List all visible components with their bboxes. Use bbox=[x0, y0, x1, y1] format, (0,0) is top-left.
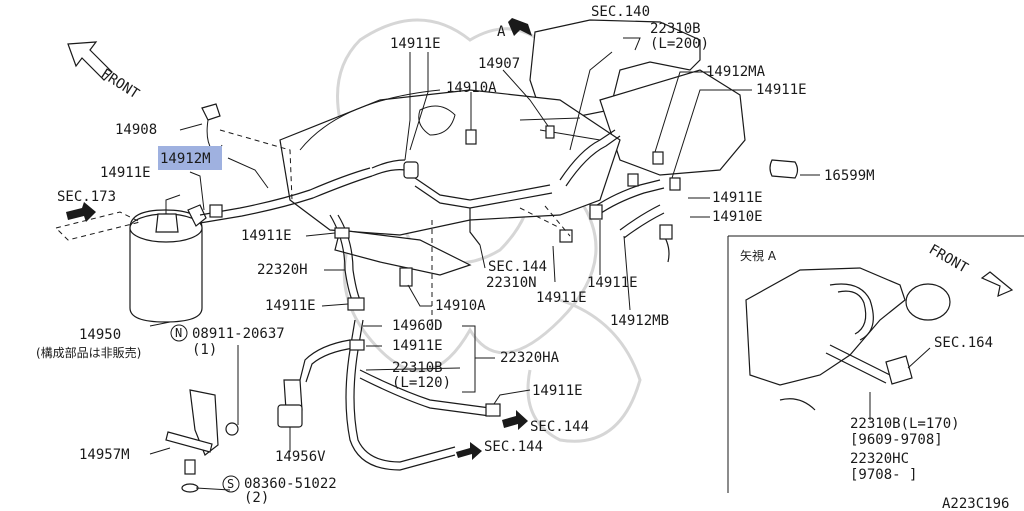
symbol-n: N bbox=[175, 326, 182, 340]
label-14912M: 14912M bbox=[160, 151, 211, 167]
front-label-inset: FRONT bbox=[926, 242, 971, 277]
label-22310N: 22310N bbox=[486, 275, 537, 291]
label-sec144-right: SEC.144 bbox=[530, 419, 589, 435]
label-14950: 14950 bbox=[79, 327, 121, 343]
label-14912MA: 14912MA bbox=[706, 64, 766, 80]
label-08911-20637-qty: (1) bbox=[192, 342, 217, 358]
label-inset-22320HC: 22320HC bbox=[850, 451, 909, 467]
highlight-14912M bbox=[158, 146, 222, 170]
label-14950-note: (構成部品は非販売) bbox=[36, 345, 141, 360]
label-sec144-mid: SEC.144 bbox=[488, 259, 547, 275]
label-inset-22310B-date: [9609-9708] bbox=[850, 432, 943, 448]
label-14957M: 14957M bbox=[79, 447, 130, 463]
label-08360-51022: 08360-51022 bbox=[244, 476, 337, 492]
part-labels: SEC.140 22310B (L=200) 14911E 14907 1491… bbox=[36, 4, 1009, 511]
label-14960D: 14960D bbox=[392, 318, 443, 334]
view-a-label: A bbox=[497, 24, 506, 40]
label-sec140: SEC.140 bbox=[591, 4, 650, 20]
label-diagram-code: A223C196 bbox=[942, 496, 1009, 511]
label-14908: 14908 bbox=[115, 122, 157, 138]
label-14910A-low: 14910A bbox=[435, 298, 486, 314]
label-22310B-top: 22310B bbox=[650, 21, 701, 37]
label-14910A-top: 14910A bbox=[446, 80, 497, 96]
label-14911E-top: 14911E bbox=[390, 36, 441, 52]
sec-arrows bbox=[66, 202, 528, 460]
label-inset-22310B: 22310B(L=170) bbox=[850, 416, 960, 432]
label-22310B-mid-len: (L=120) bbox=[392, 375, 451, 391]
leader-lines bbox=[149, 37, 820, 491]
label-sec164: SEC.164 bbox=[934, 335, 993, 351]
label-14911E-left: 14911E bbox=[100, 165, 151, 181]
label-14911E-low: 14911E bbox=[265, 298, 316, 314]
label-14910E: 14910E bbox=[712, 209, 763, 225]
label-08911-20637: 08911-20637 bbox=[192, 326, 285, 342]
label-14911E-midright: 14911E bbox=[587, 275, 638, 291]
canister-14950 bbox=[129, 194, 207, 323]
label-inset-22320HC-date: [9708- ] bbox=[850, 467, 917, 483]
label-16599M: 16599M bbox=[824, 168, 875, 184]
label-sec173: SEC.173 bbox=[57, 189, 116, 205]
dashed-leaders bbox=[55, 129, 571, 330]
label-08360-51022-qty: (2) bbox=[244, 490, 269, 506]
label-14911E-midlow: 14911E bbox=[536, 290, 587, 306]
label-14911E-mid: 14911E bbox=[241, 228, 292, 244]
front-label-main: FRONT bbox=[98, 66, 143, 103]
label-14911E-right2: 14911E bbox=[712, 190, 763, 206]
symbol-s-circle bbox=[222, 475, 240, 493]
label-22320H: 22320H bbox=[257, 262, 308, 278]
view-a-arrow: A bbox=[497, 18, 532, 40]
front-arrow-main: FRONT bbox=[67, 41, 143, 103]
symbol-n-circle bbox=[170, 324, 188, 342]
label-14907: 14907 bbox=[478, 56, 520, 72]
label-22310B-top-len: (L=200) bbox=[650, 36, 709, 52]
label-14911E-hose: 14911E bbox=[392, 338, 443, 354]
symbol-s: S bbox=[227, 477, 234, 491]
label-inset-title: 矢視 A bbox=[740, 248, 777, 263]
label-22320HA: 22320HA bbox=[500, 350, 560, 366]
label-14911E-right1: 14911E bbox=[756, 82, 807, 98]
label-22310B-mid: 22310B bbox=[392, 360, 443, 376]
label-14956V: 14956V bbox=[275, 449, 326, 465]
label-sec144-bottom: SEC.144 bbox=[484, 439, 543, 455]
label-14911E-bottom: 14911E bbox=[532, 383, 583, 399]
label-14912MB: 14912MB bbox=[610, 313, 669, 329]
engine-intake-body bbox=[279, 19, 746, 276]
